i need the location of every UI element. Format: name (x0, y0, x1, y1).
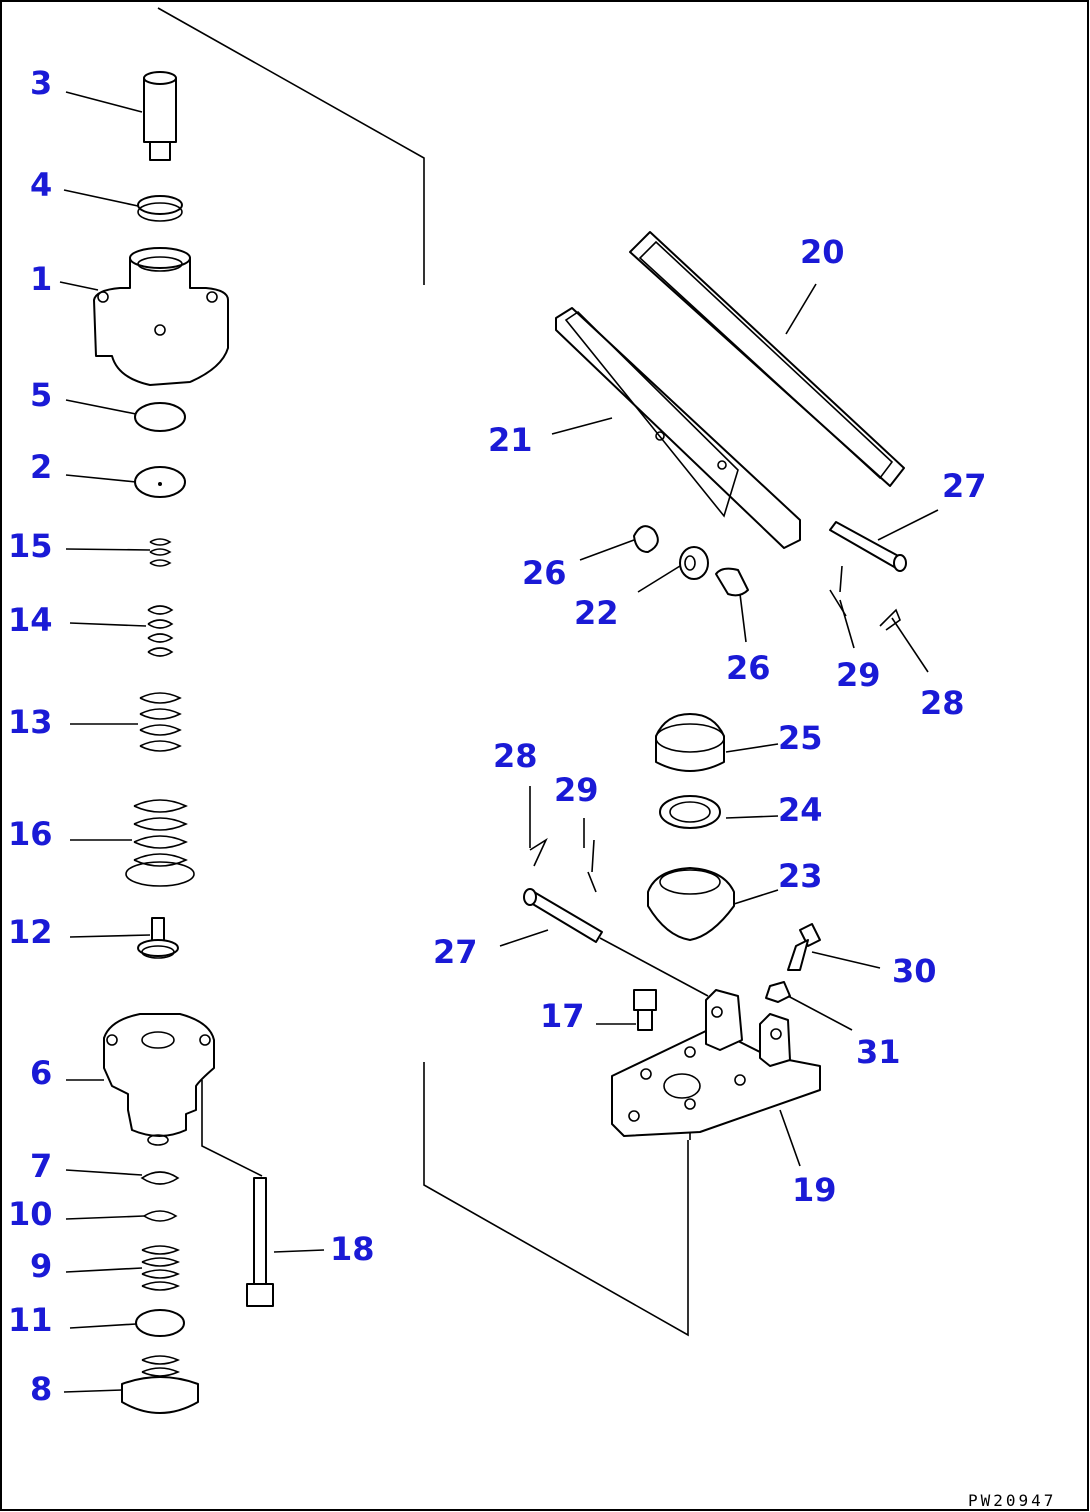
callout-12: 12 (8, 913, 53, 951)
part-17-bolt (633, 989, 657, 1031)
callout-23: 23 (778, 857, 823, 895)
callout-10: 10 (8, 1195, 53, 1233)
callout-4: 4 (30, 166, 52, 204)
part-31-nut (765, 981, 791, 1003)
part-16-spring-seat (125, 799, 195, 887)
callout-17: 17 (540, 997, 585, 1035)
callout-21: 21 (488, 421, 533, 459)
callout-1: 1 (30, 260, 52, 298)
callout-27-lower: 27 (433, 933, 478, 971)
part-12-pin (137, 917, 179, 959)
part-11-o-ring (135, 1309, 185, 1337)
callout-28-upper: 28 (920, 684, 965, 722)
callout-2: 2 (30, 448, 52, 486)
callout-24: 24 (778, 791, 823, 829)
callout-15: 15 (8, 527, 53, 565)
callout-29-upper: 29 (836, 656, 881, 694)
drawing-code: PW20947 (968, 1491, 1056, 1510)
callout-29-lower: 29 (554, 771, 599, 809)
callout-19: 19 (792, 1171, 837, 1209)
part-26-bushing-b (715, 567, 749, 597)
callout-9: 9 (30, 1247, 52, 1285)
part-4-ring (137, 195, 183, 222)
callout-6: 6 (30, 1054, 52, 1092)
callout-26-left: 26 (522, 554, 567, 592)
callout-22: 22 (574, 594, 619, 632)
part-27-pin-lower (523, 888, 603, 943)
part-14-spring (147, 605, 174, 657)
part-3-plunger (143, 71, 177, 161)
part-21-pedal (555, 307, 801, 549)
callout-11: 11 (8, 1301, 53, 1339)
callout-7: 7 (30, 1147, 52, 1185)
callout-27-upper: 27 (942, 467, 987, 505)
part-25-cap (655, 713, 725, 772)
part-22-roller (679, 546, 709, 580)
part-30-fitting (787, 923, 821, 971)
part-28-clip-upper (879, 608, 901, 631)
assembly-bracket-lines (157, 7, 691, 1337)
part-23-boot (647, 867, 735, 941)
part-27-pin-upper (829, 521, 907, 572)
callout-3: 3 (30, 64, 52, 102)
part-20-boot (629, 231, 905, 487)
callout-26-right: 26 (726, 649, 771, 687)
part-15-spring (149, 538, 172, 567)
part-6-valve-body (103, 1013, 215, 1146)
part-19-base (611, 989, 821, 1137)
part-5-o-ring (134, 402, 186, 432)
part-28-clip-lower (529, 837, 548, 867)
callout-labels: 3 4 1 5 2 15 14 13 16 12 6 7 10 9 11 8 1… (8, 64, 987, 1408)
callout-5: 5 (30, 376, 52, 414)
callout-18: 18 (330, 1230, 375, 1268)
callout-14: 14 (8, 601, 53, 639)
part-10-snap-ring (143, 1210, 178, 1222)
callout-13: 13 (8, 703, 53, 741)
part-18-bolt (246, 1177, 274, 1307)
part-13-spring (139, 692, 182, 752)
callout-30: 30 (892, 952, 937, 990)
part-8-plug (121, 1355, 199, 1414)
part-29-cotter-lower (587, 839, 597, 893)
leader-lines (59, 91, 939, 1393)
part-7-washer (140, 1171, 180, 1185)
part-26-bushing-a (633, 525, 659, 553)
callout-8: 8 (30, 1370, 52, 1408)
callout-31: 31 (856, 1033, 901, 1071)
part-9-spring (141, 1245, 180, 1291)
callout-16: 16 (8, 815, 53, 853)
part-2-disc (134, 466, 186, 498)
callout-25: 25 (778, 719, 823, 757)
part-29-cotter-upper (829, 565, 847, 617)
part-1-body (93, 247, 229, 386)
callout-20: 20 (800, 233, 845, 271)
part-24-seal (659, 795, 721, 829)
callout-28-lower: 28 (493, 737, 538, 775)
